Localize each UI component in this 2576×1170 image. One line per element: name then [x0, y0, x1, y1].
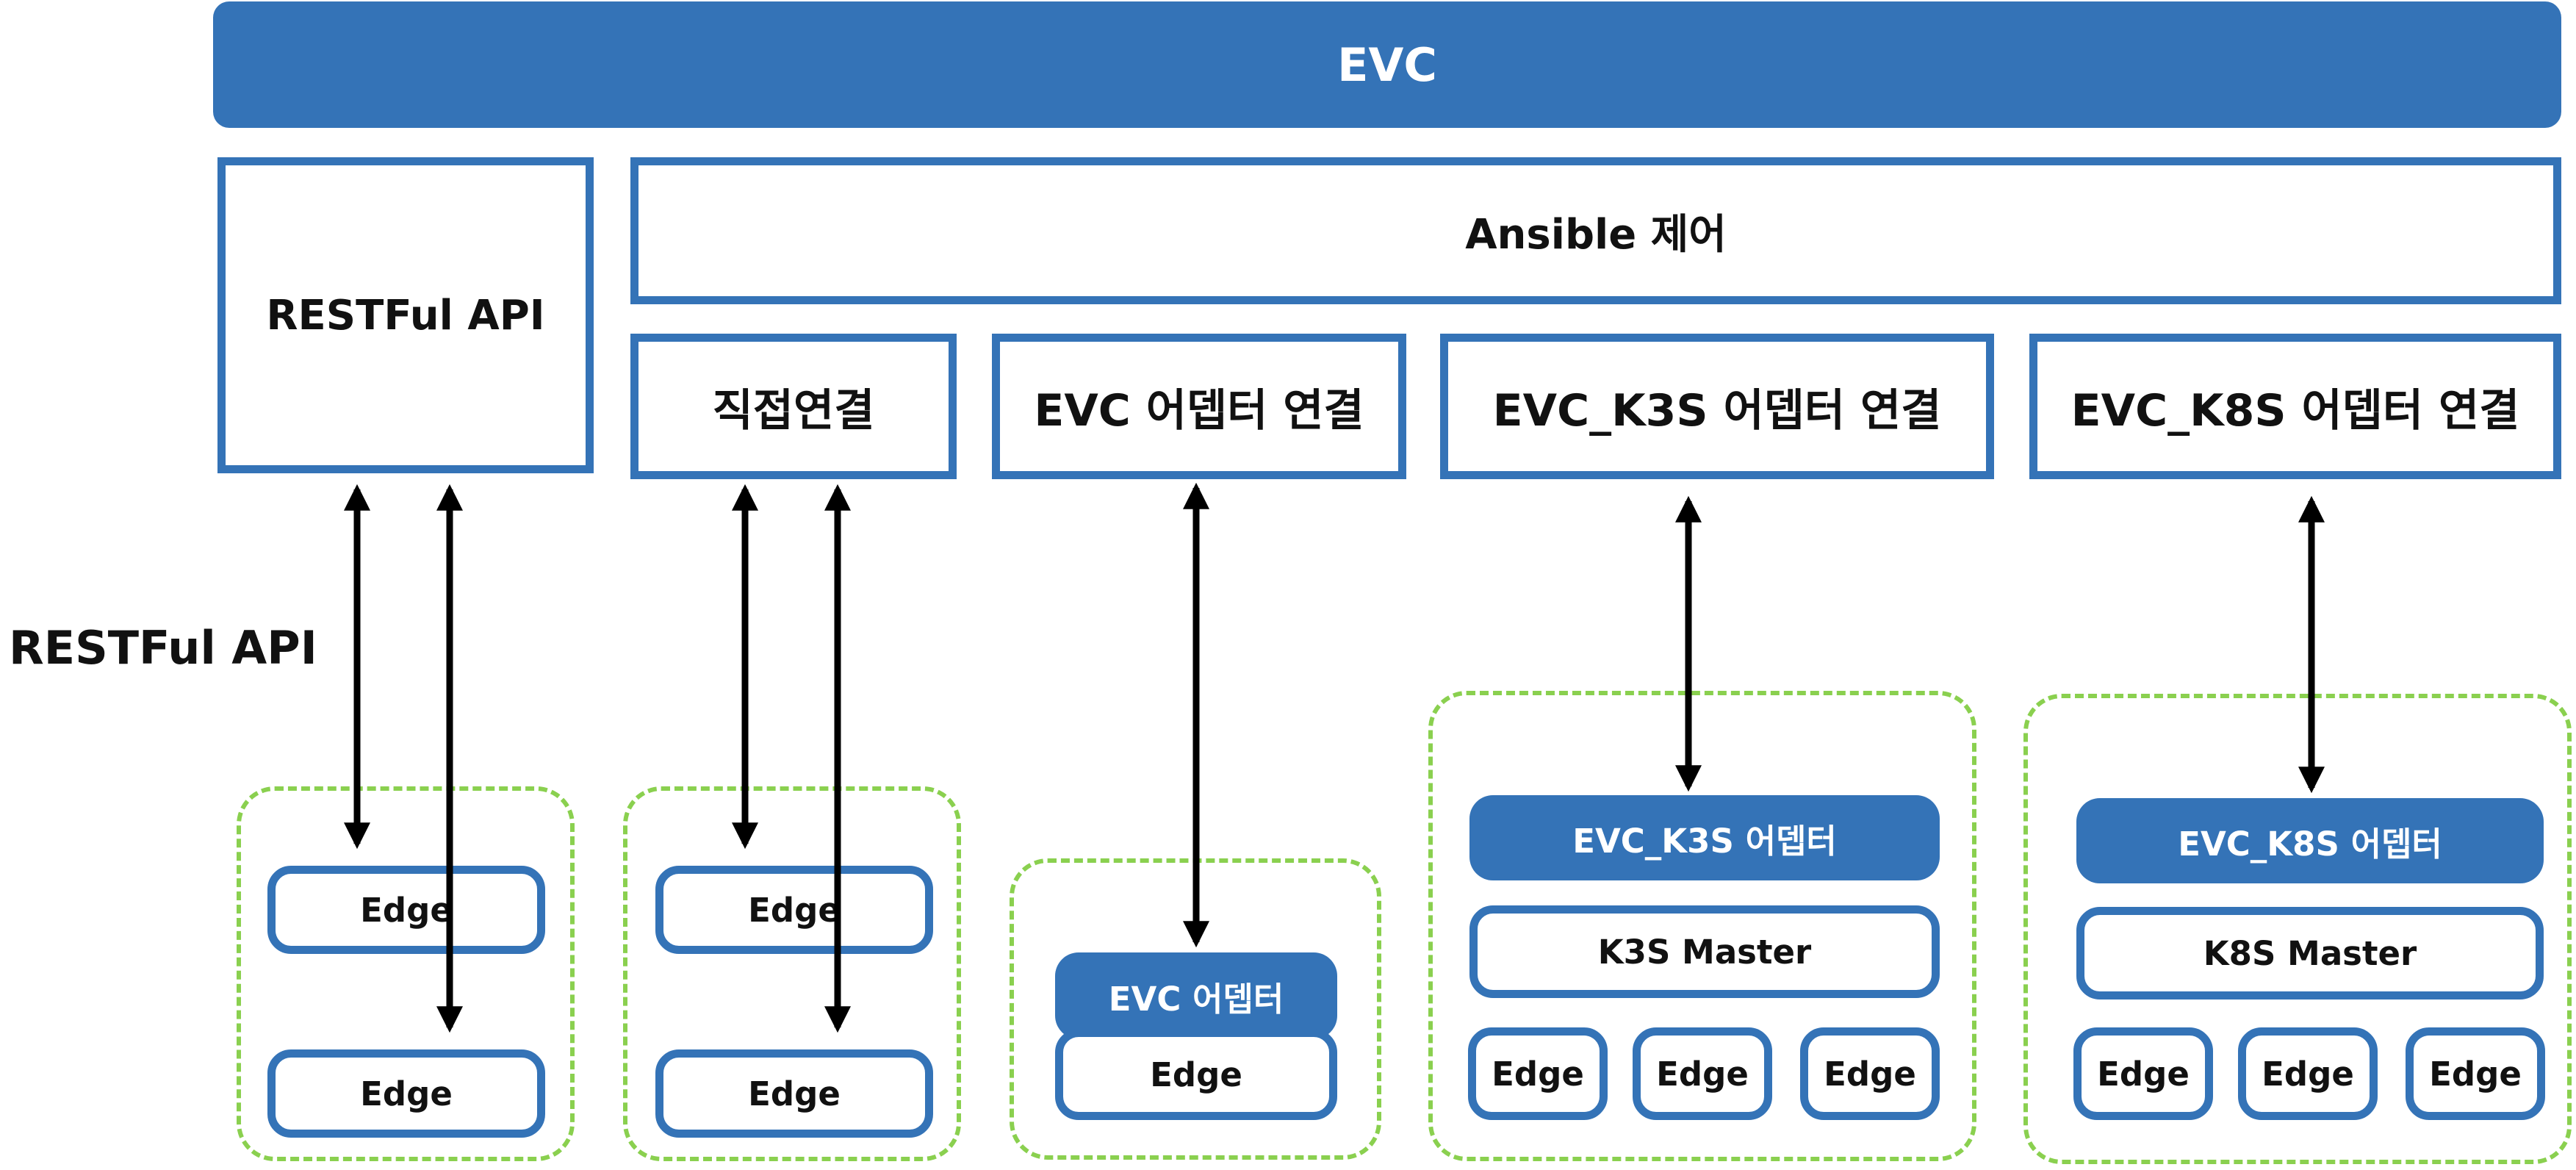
- k8s-adapter-label: EVC_K8S 어뎁터: [2178, 824, 2442, 864]
- evc-banner-label: EVC: [1337, 37, 1437, 92]
- restful-edge-group: [237, 786, 575, 1161]
- k3s-adapter-label: EVC_K3S 어뎁터: [1572, 821, 1837, 861]
- k3s-master-node: K3S Master: [1469, 905, 1940, 998]
- edge-node: Edge: [1468, 1027, 1608, 1120]
- edge-label: Edge: [2429, 1054, 2522, 1094]
- restful-side-label: RESTFul API: [9, 621, 317, 675]
- k8s-master-label: K8S Master: [2203, 933, 2417, 973]
- k3s-adapter-connection-box: EVC_K3S 어뎁터 연결: [1440, 334, 1994, 479]
- edge-label: Edge: [1492, 1054, 1584, 1094]
- ansible-control-box: Ansible 제어: [630, 157, 2561, 304]
- k8s-adapter-connection-label: EVC_K8S 어뎁터 연결: [2070, 384, 2520, 437]
- edge-label: Edge: [748, 1074, 841, 1113]
- edge-node: Edge: [1055, 1029, 1337, 1120]
- k3s-adapter-pill: EVC_K3S 어뎁터: [1469, 795, 1940, 880]
- k8s-master-node: K8S Master: [2076, 907, 2544, 999]
- edge-label: Edge: [1824, 1054, 1916, 1094]
- edge-label: Edge: [1656, 1054, 1749, 1094]
- k3s-adapter-connection-label: EVC_K3S 어뎁터 연결: [1492, 384, 1942, 437]
- edge-node: Edge: [2238, 1027, 2378, 1120]
- evc-adapter-connection-box: EVC 어뎁터 연결: [992, 334, 1406, 479]
- k3s-master-label: K3S Master: [1597, 932, 1812, 972]
- k8s-adapter-connection-box: EVC_K8S 어뎁터 연결: [2029, 334, 2561, 479]
- ansible-control-label: Ansible 제어: [1465, 210, 1727, 259]
- edge-label: Edge: [2097, 1054, 2190, 1094]
- evc-adapter-label: EVC 어뎁터: [1108, 979, 1284, 1019]
- evc-adapter-connection-label: EVC 어뎁터 연결: [1034, 384, 1364, 437]
- edge-node: Edge: [267, 866, 545, 954]
- restful-api-box: RESTFul API: [217, 157, 594, 473]
- edge-node: Edge: [1633, 1027, 1772, 1120]
- edge-node: Edge: [655, 1049, 933, 1138]
- edge-node: Edge: [1800, 1027, 1940, 1120]
- edge-label: Edge: [360, 1074, 453, 1113]
- edge-node: Edge: [2406, 1027, 2545, 1120]
- direct-edge-group: [623, 786, 961, 1161]
- direct-connection-box: 직접연결: [630, 334, 957, 479]
- direct-connection-label: 직접연결: [712, 384, 875, 437]
- evc-banner: EVC: [213, 1, 2561, 128]
- restful-api-box-label: RESTFul API: [266, 291, 545, 340]
- edge-label: Edge: [1150, 1055, 1242, 1094]
- k3s-cluster-group: [1428, 691, 1976, 1161]
- edge-node: Edge: [2073, 1027, 2213, 1120]
- edge-label: Edge: [2262, 1054, 2354, 1094]
- evc-adapter-pill: EVC 어뎁터: [1055, 952, 1337, 1039]
- edge-node: Edge: [267, 1049, 545, 1138]
- k8s-adapter-pill: EVC_K8S 어뎁터: [2076, 798, 2544, 883]
- k8s-cluster-group: [2023, 694, 2572, 1164]
